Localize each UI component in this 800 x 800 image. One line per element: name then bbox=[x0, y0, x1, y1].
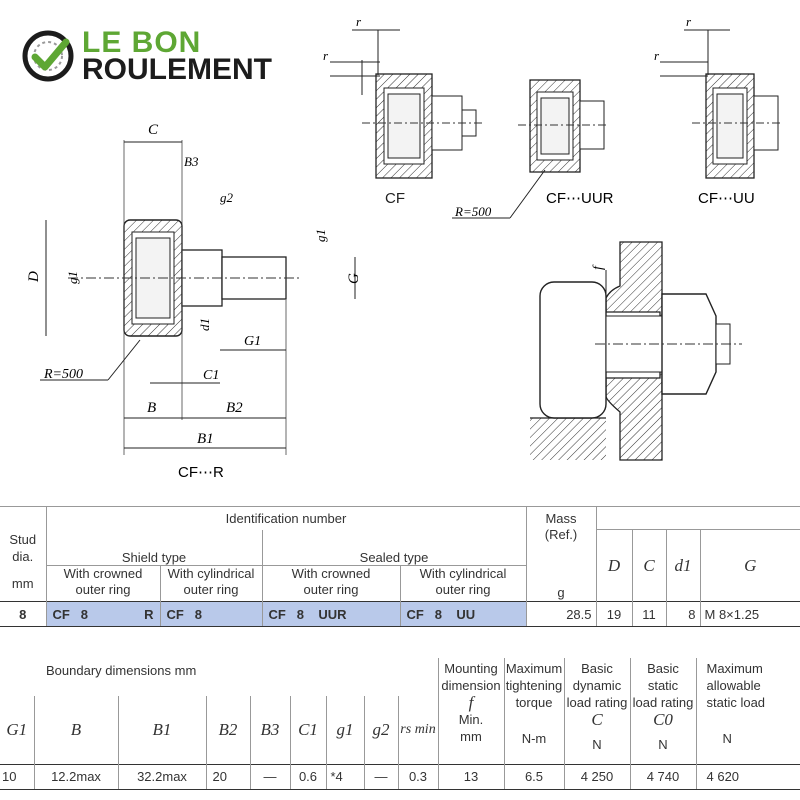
col-b3: B3 bbox=[249, 696, 290, 764]
header-d: D bbox=[595, 529, 632, 602]
bearing-check-icon bbox=[22, 30, 74, 82]
col-c1: C1 bbox=[289, 696, 326, 764]
dim-c: C bbox=[148, 122, 159, 138]
cf-uu-view: CF⋯UU r r bbox=[654, 14, 782, 207]
header-shield: Shield type bbox=[45, 529, 262, 565]
logo-line-1: LE BON bbox=[82, 26, 202, 59]
label-r500-left: R=500 bbox=[43, 367, 83, 382]
header-ident: Identification number bbox=[45, 506, 526, 530]
technical-drawing: CF r r CF⋯UUR R=500 CF⋯UU r r bbox=[26, 14, 782, 481]
cf-r-view: C B3 g2 g1 g1 D G d1 G1 C1 B B2 B1 R=500… bbox=[26, 122, 362, 481]
dim-g2: g2 bbox=[220, 190, 234, 205]
header-mass: Mass(Ref.) g bbox=[525, 506, 596, 602]
dim-c1: C1 bbox=[203, 368, 219, 383]
cf-uur-view: CF⋯UUR R=500 bbox=[452, 79, 614, 219]
col-b2: B2 bbox=[205, 696, 250, 764]
header-g: G bbox=[699, 529, 800, 602]
label-cf: CF bbox=[385, 190, 405, 207]
label-cf-r: CF⋯R bbox=[178, 464, 224, 481]
dim-b: B bbox=[147, 400, 156, 416]
dim-b3: B3 bbox=[184, 154, 199, 169]
part-cf8uur[interactable]: CF 8 UUR bbox=[261, 601, 400, 627]
dim-b2: B2 bbox=[226, 400, 243, 416]
label-cf-uu: CF⋯UU bbox=[698, 190, 755, 207]
dim-b1: B1 bbox=[197, 431, 214, 447]
dim-f: f bbox=[591, 264, 606, 270]
brand-logo[interactable]: LE BON ROULEMENT bbox=[22, 26, 302, 86]
col-g1: G1 bbox=[6, 719, 28, 739]
cf-view: CF r r bbox=[323, 14, 482, 207]
header-c: C bbox=[631, 529, 666, 602]
dim-d1: d1 bbox=[197, 318, 212, 331]
dim-g: G bbox=[346, 273, 362, 284]
logo-line-2: ROULEMENT bbox=[82, 53, 272, 86]
mounting-view: f bbox=[530, 241, 742, 461]
col-b1: B1 bbox=[117, 696, 206, 764]
label-r500-top: R=500 bbox=[454, 204, 492, 219]
header-dims-blank bbox=[595, 506, 800, 530]
dim-d: D bbox=[26, 271, 42, 283]
dim-g1-left: g1 bbox=[65, 271, 80, 284]
dim-r-1: r bbox=[356, 14, 362, 29]
part-cf8uu[interactable]: CF 8 UU bbox=[399, 601, 526, 627]
part-cf8[interactable]: CF 8 bbox=[159, 601, 262, 627]
dim-r-3: r bbox=[686, 14, 692, 29]
col-b: B bbox=[33, 696, 118, 764]
col-g1-lower: g1 bbox=[325, 696, 364, 764]
header-d1: d1 bbox=[665, 529, 700, 602]
table-row: 10 12.2max 32.2max 20 — 0.6 *4 — 0.3 13 … bbox=[0, 763, 800, 790]
header-sealed: Sealed type bbox=[261, 529, 526, 565]
col-g2: g2 bbox=[363, 696, 398, 764]
dim-r-4: r bbox=[654, 48, 660, 63]
dim-g1-right: g1 bbox=[313, 229, 328, 242]
label-cf-uur: CF⋯UUR bbox=[546, 190, 614, 207]
col-rsmin: rs min bbox=[397, 696, 438, 764]
dim-g1-thread: G1 bbox=[244, 334, 261, 349]
header-boundary: Boundary dimensions mm bbox=[46, 663, 197, 678]
dim-r-2: r bbox=[323, 48, 329, 63]
